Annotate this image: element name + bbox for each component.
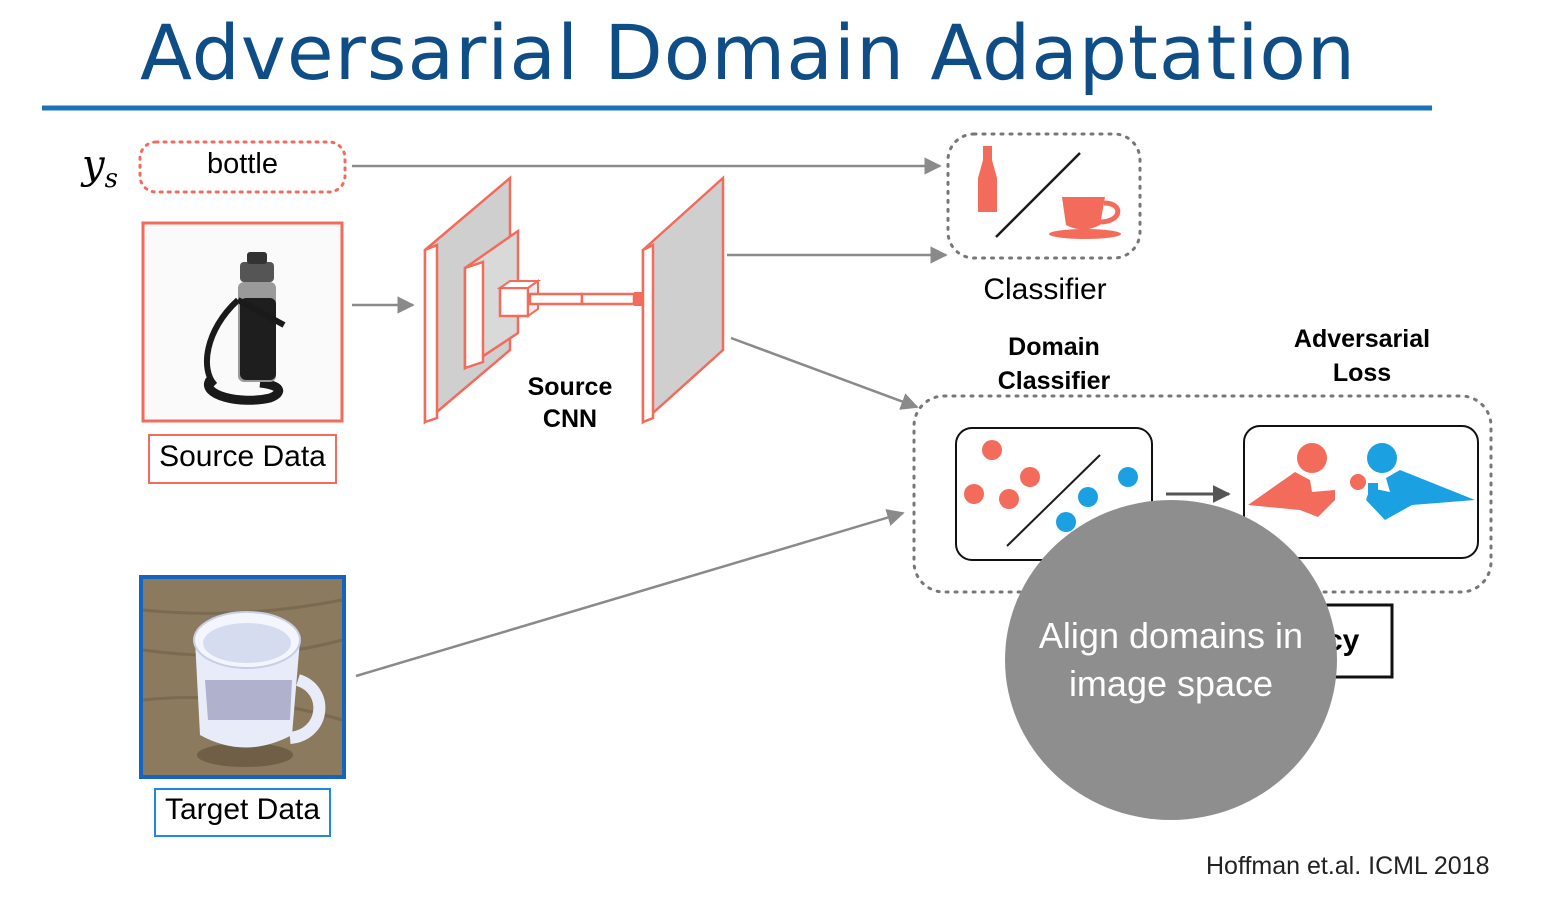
classifier-label: Classifier — [983, 273, 1107, 306]
domain-boundary-line — [1006, 454, 1101, 547]
page-title: Adversarial Domain Adaptation — [140, 8, 1356, 97]
source-data-label: Source Data — [159, 440, 326, 473]
source-data-label-box — [148, 434, 337, 484]
source-label-symbol: ys — [82, 142, 118, 194]
target-points — [1056, 467, 1138, 532]
classifier-box — [946, 132, 1142, 260]
source-points — [964, 440, 1040, 509]
target-data-label-box — [154, 788, 331, 837]
citation: Hoffman et.al. ICML 2018 — [1206, 852, 1490, 880]
ys-subscript: s — [104, 164, 118, 194]
classifier-boundary-line — [995, 152, 1081, 238]
target-image — [139, 575, 346, 779]
arrow-target-to-domain — [355, 509, 905, 678]
bottle-label-box — [138, 140, 347, 194]
arrow-cnn-to-domain — [730, 336, 919, 410]
source-image — [141, 221, 344, 423]
adversarial-loss-label: Adversarial Loss — [1293, 325, 1431, 387]
cup-icon — [1049, 197, 1121, 239]
ys-symbol: y — [82, 142, 105, 188]
overlay-circle: Align domains in image space — [1005, 500, 1337, 820]
bottle-icon — [978, 146, 997, 212]
domain-classifier-label: Domain Classifier — [997, 333, 1111, 395]
overlay-text: Align domains in image space — [1038, 615, 1304, 704]
target-data-label: Target Data — [164, 793, 321, 826]
domain-box — [912, 394, 1493, 594]
source-cnn-label: Source CNN — [527, 373, 613, 433]
source-cnn — [423, 175, 725, 425]
bottle-label: bottle — [207, 148, 278, 180]
arm-wrestling-icon — [1248, 443, 1475, 520]
